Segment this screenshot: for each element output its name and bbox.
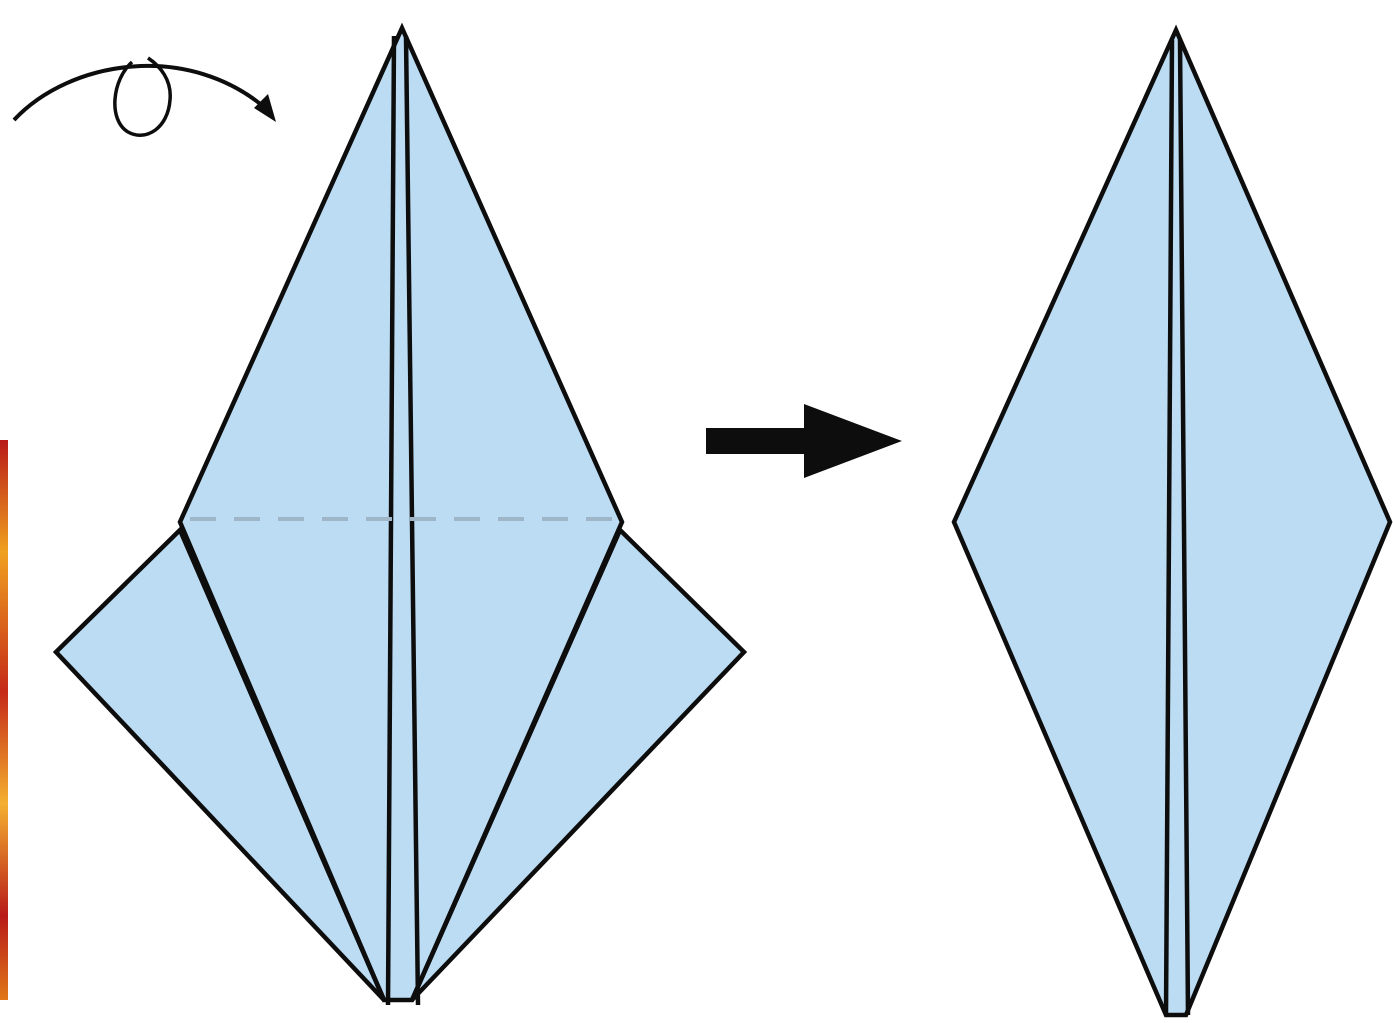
left-edge-strip: [0, 440, 8, 1000]
step-after-diamond: [951, 24, 1393, 1018]
step-before-figure: [52, 22, 748, 1006]
turn-over-arrow-icon: [12, 56, 276, 137]
step-after-figure: [951, 24, 1393, 1018]
right-arrow-icon: [706, 404, 902, 478]
step-before-body: [177, 22, 625, 1003]
